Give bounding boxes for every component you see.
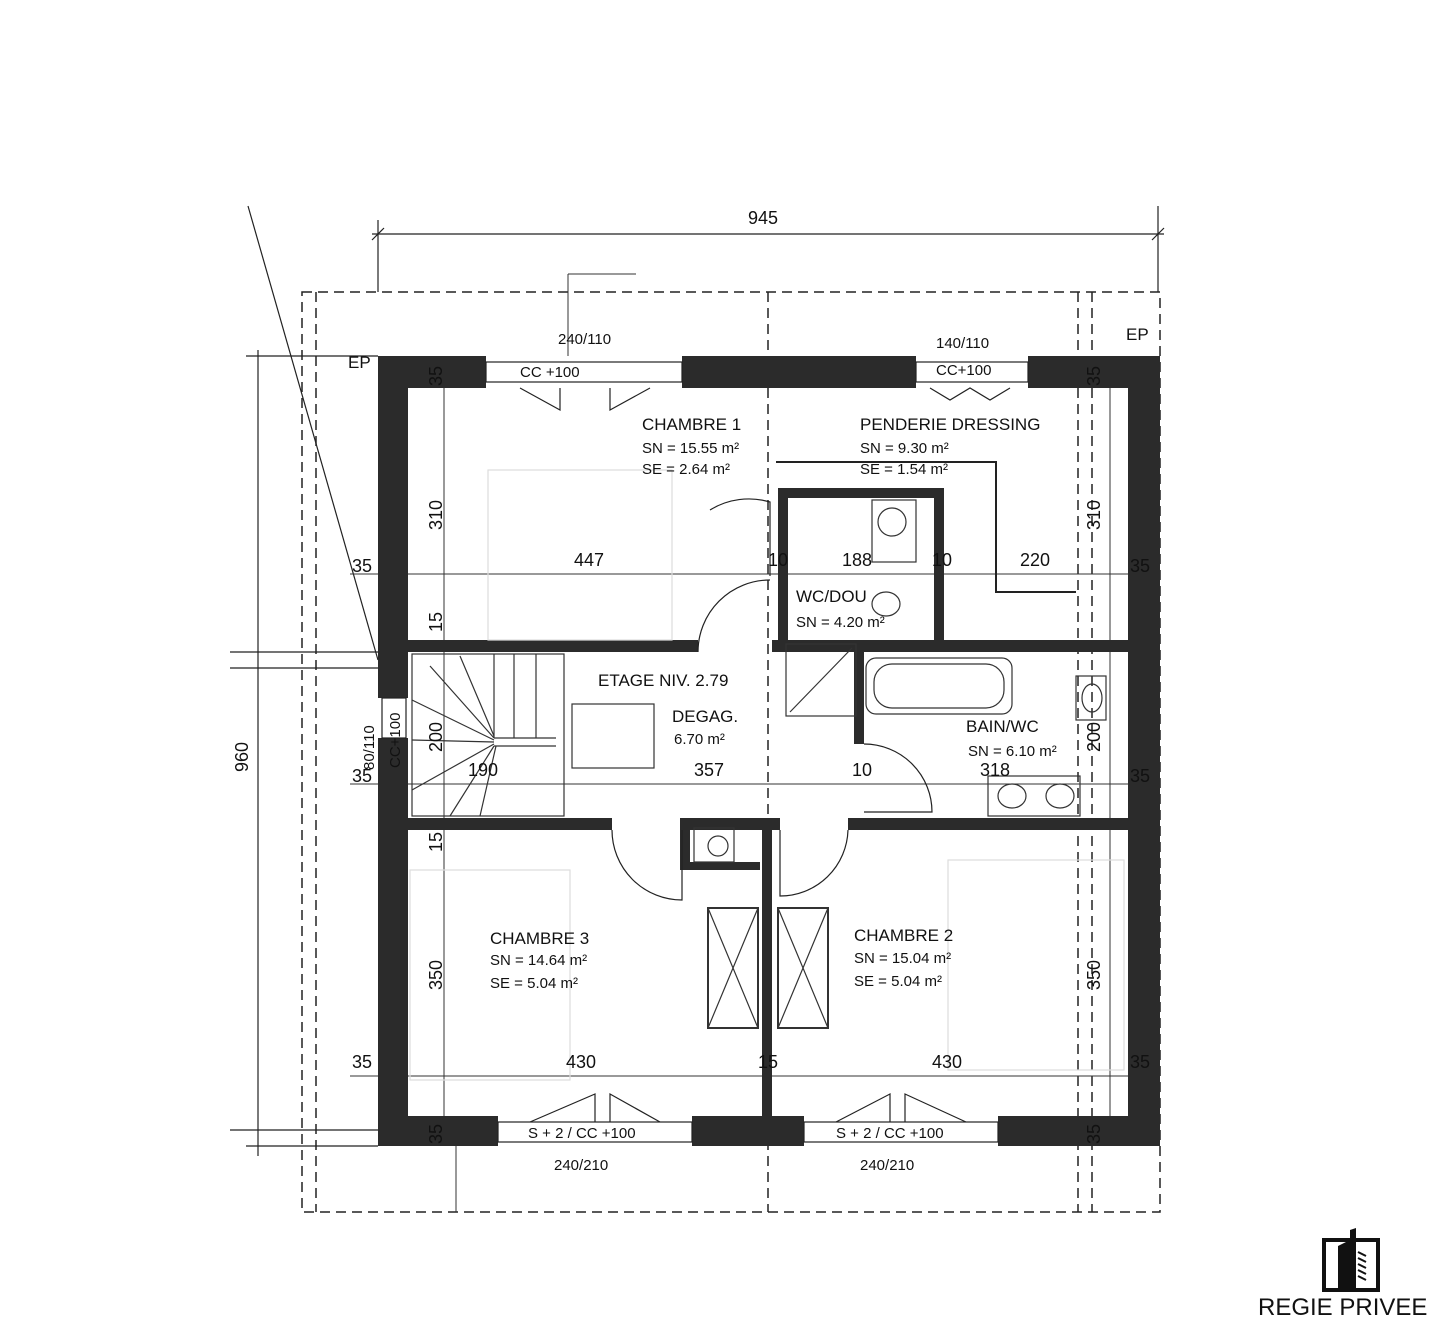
room-wc-dou: WC/DOU	[796, 587, 867, 606]
opening-top-left-size: 240/110	[558, 331, 611, 348]
dim-overall-width: 945	[748, 208, 778, 228]
dimension-960	[230, 350, 378, 1156]
room-penderie-dressing: PENDERIE DRESSING	[860, 415, 1040, 434]
room-chambre-1: CHAMBRE 1	[642, 415, 741, 434]
dimension-945	[371, 206, 1165, 292]
room-chambre-1-se: SE = 2.64 m²	[642, 461, 730, 478]
room-bain-wc: BAIN/WC	[966, 717, 1039, 736]
dim-10: 10	[852, 760, 872, 780]
room-chambre-2-sn: SN = 15.04 m²	[854, 950, 951, 967]
dim-15: 15	[426, 832, 446, 852]
room-degag: DEGAG.	[672, 707, 738, 726]
dim-200: 200	[1084, 722, 1104, 752]
dim-310: 310	[426, 500, 446, 530]
dim-35: 35	[1084, 1124, 1104, 1144]
dim-318: 318	[980, 760, 1010, 780]
dim-35: 35	[426, 366, 446, 386]
room-chambre-1-sn: SN = 15.55 m²	[642, 440, 739, 457]
brand-name: REGIE PRIVEE	[1258, 1294, 1428, 1321]
opening-bottom-right-size: 240/210	[860, 1157, 914, 1174]
staircase	[411, 653, 655, 817]
opening-bottom-left-size: 240/210	[554, 1157, 608, 1174]
dimension-values: 447 10 188 10 220 35 35 35 35 310 310 15…	[352, 366, 1150, 1144]
room-bain-wc-sn: SN = 6.10 m²	[968, 743, 1057, 760]
dim-overall-height: 960	[232, 742, 252, 772]
ep-left-label: EP	[348, 353, 371, 372]
dim-430: 430	[566, 1052, 596, 1072]
dim-15: 15	[758, 1052, 778, 1072]
ep-right-label: EP	[1126, 325, 1149, 344]
room-penderie-sn: SN = 9.30 m²	[860, 440, 949, 457]
dim-190: 190	[468, 760, 498, 780]
opening-top-left-label: CC +100	[520, 364, 580, 381]
opening-left-size: 80/110	[361, 725, 378, 770]
diagonal-line	[247, 205, 379, 661]
dim-430: 430	[932, 1052, 962, 1072]
dim-357: 357	[694, 760, 724, 780]
dim-35: 35	[352, 1052, 372, 1072]
dressing-outline	[776, 461, 1076, 593]
room-wc-dou-sn: SN = 4.20 m²	[796, 614, 885, 631]
dim-350: 350	[426, 960, 446, 990]
room-degag-sn: 6.70 m²	[674, 731, 725, 748]
opening-bottom-right-label: S + 2 / CC +100	[836, 1125, 944, 1142]
dim-15: 15	[426, 612, 446, 632]
fixtures	[409, 469, 1125, 1081]
dim-35: 35	[352, 556, 372, 576]
dim-10: 10	[932, 550, 952, 570]
room-chambre-2-se: SE = 5.04 m²	[854, 973, 942, 990]
dim-188: 188	[842, 550, 872, 570]
dim-447: 447	[574, 550, 604, 570]
opening-bottom-left-label: S + 2 / CC +100	[528, 1125, 636, 1142]
dim-35: 35	[1084, 366, 1104, 386]
room-chambre-3-sn: SN = 14.64 m²	[490, 952, 587, 969]
room-chambre-3-se: SE = 5.04 m²	[490, 975, 578, 992]
dim-220: 220	[1020, 550, 1050, 570]
level-label: ETAGE NIV. 2.79	[598, 671, 728, 690]
opening-left-label: CC+100	[387, 713, 404, 768]
room-penderie-se: SE = 1.54 m²	[860, 461, 948, 478]
dim-35: 35	[1130, 556, 1150, 576]
dim-200: 200	[426, 722, 446, 752]
windows	[381, 361, 1029, 1143]
regie-privee-logo-icon	[1322, 1228, 1380, 1292]
dimension-lines	[350, 273, 1160, 1212]
dim-310: 310	[1084, 500, 1104, 530]
room-chambre-3: CHAMBRE 3	[490, 929, 589, 948]
dim-350: 350	[1084, 960, 1104, 990]
walls	[378, 356, 1160, 1146]
dim-35: 35	[352, 766, 372, 786]
dim-10: 10	[768, 550, 788, 570]
dim-35: 35	[1130, 766, 1150, 786]
dim-35: 35	[426, 1124, 446, 1144]
door-swings	[519, 387, 1011, 1123]
room-chambre-2: CHAMBRE 2	[854, 926, 953, 945]
dim-35: 35	[1130, 1052, 1150, 1072]
opening-top-right-label: CC+100	[936, 362, 991, 379]
opening-top-right-size: 140/110	[936, 335, 989, 352]
